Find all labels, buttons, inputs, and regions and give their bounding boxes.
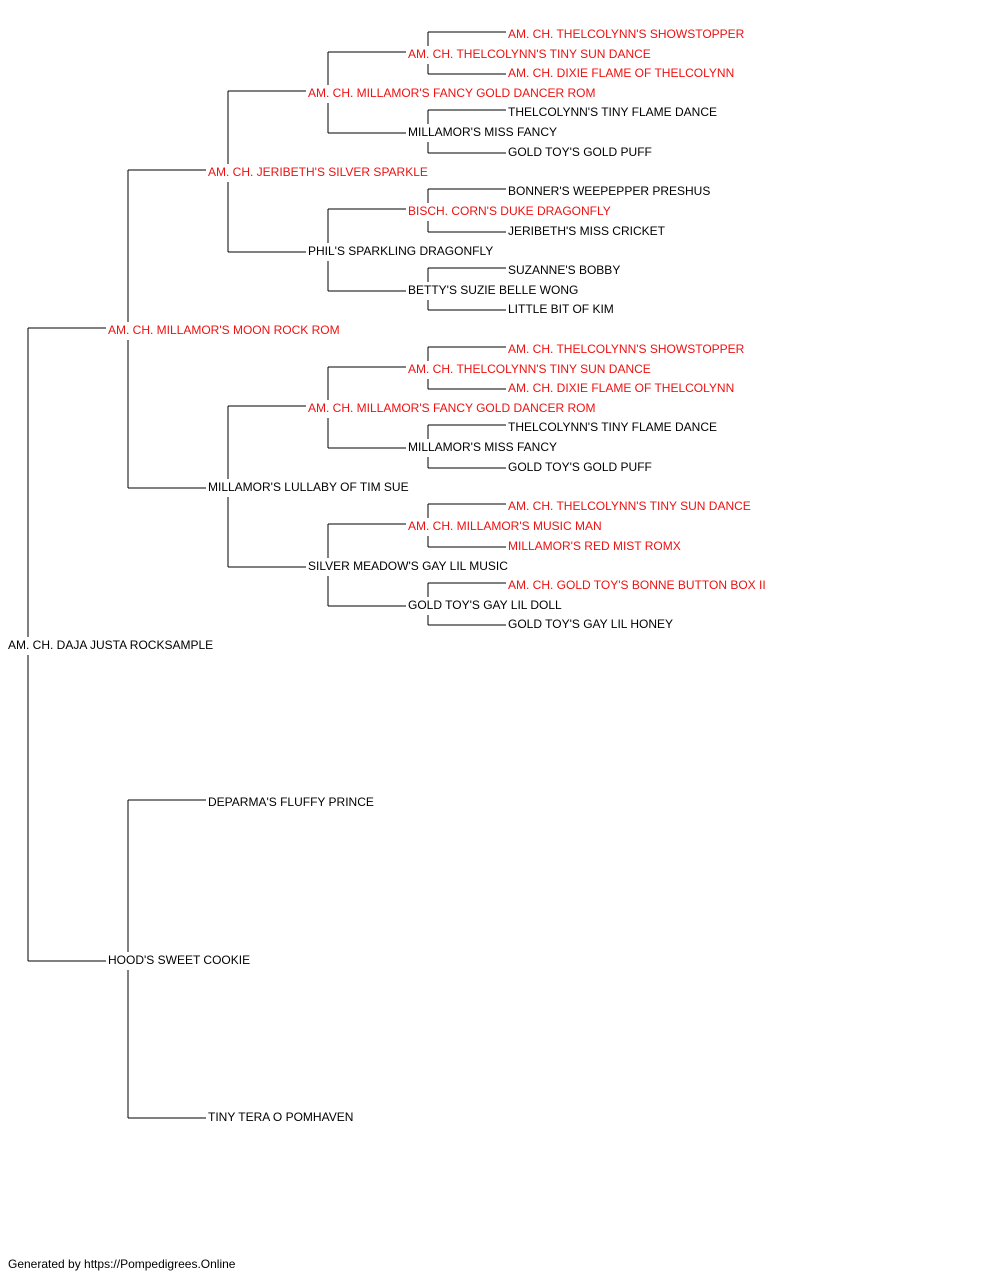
- pedigree-entry-sire.sire.sire: AM. CH. MILLAMOR'S FANCY GOLD DANCER ROM: [307, 86, 597, 100]
- pedigree-entry-sire.sire.dam.sire.sire: BONNER'S WEEPEPPER PRESHUS: [507, 184, 712, 198]
- pedigree-entry-sire.dam.dam.sire: AM. CH. MILLAMOR'S MUSIC MAN: [407, 519, 603, 533]
- pedigree-entry-sire.dam.dam.sire.dam: MILLAMOR'S RED MIST ROMX: [507, 539, 682, 553]
- pedigree-entry-sire.sire.sire.sire: AM. CH. THELCOLYNN'S TINY SUN DANCE: [407, 47, 652, 61]
- pedigree-entry-sire.sire.dam.sire.dam: JERIBETH'S MISS CRICKET: [507, 224, 666, 238]
- pedigree-entry-dam: HOOD'S SWEET COOKIE: [107, 953, 252, 967]
- pedigree-entry-sire.dam.sire: AM. CH. MILLAMOR'S FANCY GOLD DANCER ROM: [307, 401, 597, 415]
- pedigree-entry-sire.dam.dam.dam: GOLD TOY'S GAY LIL DOLL: [407, 598, 563, 612]
- pedigree-entry-sire.dam.sire.sire.dam: AM. CH. DIXIE FLAME OF THELCOLYNN: [507, 381, 736, 395]
- pedigree-entry-sire.sire.sire.sire.dam: AM. CH. DIXIE FLAME OF THELCOLYNN: [507, 66, 736, 80]
- pedigree-entry-sire.dam.dam: SILVER MEADOW'S GAY LIL MUSIC: [307, 559, 509, 573]
- pedigree-entry-sire.dam.sire.dam: MILLAMOR'S MISS FANCY: [407, 440, 558, 454]
- pedigree-entry-sire.dam: MILLAMOR'S LULLABY OF TIM SUE: [207, 480, 410, 494]
- pedigree-entry-subject: AM. CH. DAJA JUSTA ROCKSAMPLE: [7, 638, 215, 652]
- pedigree-entry-sire.sire: AM. CH. JERIBETH'S SILVER SPARKLE: [207, 165, 429, 179]
- pedigree-entry-sire.sire.dam.dam.sire: SUZANNE'S BOBBY: [507, 263, 622, 277]
- pedigree-entry-sire.sire.sire.sire.sire: AM. CH. THELCOLYNN'S SHOWSTOPPER: [507, 27, 746, 41]
- pedigree-entry-sire.sire.dam.dam: BETTY'S SUZIE BELLE WONG: [407, 283, 580, 297]
- pedigree-entry-sire.sire.dam.dam.dam: LITTLE BIT OF KIM: [507, 302, 615, 316]
- pedigree-entry-sire.sire.dam: PHIL'S SPARKLING DRAGONFLY: [307, 244, 495, 258]
- pedigree-entry-sire.sire.sire.dam.sire: THELCOLYNN'S TINY FLAME DANCE: [507, 105, 719, 119]
- generator-credit: Generated by https://Pompedigrees.Online: [8, 1257, 236, 1271]
- pedigree-entry-sire.dam.sire.dam.dam: GOLD TOY'S GOLD PUFF: [507, 460, 653, 474]
- pedigree-entry-sire.dam.dam.dam.dam: GOLD TOY'S GAY LIL HONEY: [507, 617, 675, 631]
- pedigree-entry-dam.dam: TINY TERA O POMHAVEN: [207, 1110, 355, 1124]
- pedigree-entry-sire.sire.dam.sire: BISCH. CORN'S DUKE DRAGONFLY: [407, 204, 612, 218]
- pedigree-entry-sire.sire.sire.dam: MILLAMOR'S MISS FANCY: [407, 125, 558, 139]
- pedigree-entry-dam.sire: DEPARMA'S FLUFFY PRINCE: [207, 795, 375, 809]
- pedigree-entry-sire.dam.sire.dam.sire: THELCOLYNN'S TINY FLAME DANCE: [507, 420, 719, 434]
- pedigree-entry-sire.sire.sire.dam.dam: GOLD TOY'S GOLD PUFF: [507, 145, 653, 159]
- pedigree-entry-sire.dam.dam.dam.sire: AM. CH. GOLD TOY'S BONNE BUTTON BOX II: [507, 578, 767, 592]
- pedigree-entry-sire.dam.sire.sire: AM. CH. THELCOLYNN'S TINY SUN DANCE: [407, 362, 652, 376]
- pedigree-entry-sire.dam.sire.sire.sire: AM. CH. THELCOLYNN'S SHOWSTOPPER: [507, 342, 746, 356]
- pedigree-entry-sire: AM. CH. MILLAMOR'S MOON ROCK ROM: [107, 323, 341, 337]
- pedigree-entry-sire.dam.dam.sire.sire: AM. CH. THELCOLYNN'S TINY SUN DANCE: [507, 499, 752, 513]
